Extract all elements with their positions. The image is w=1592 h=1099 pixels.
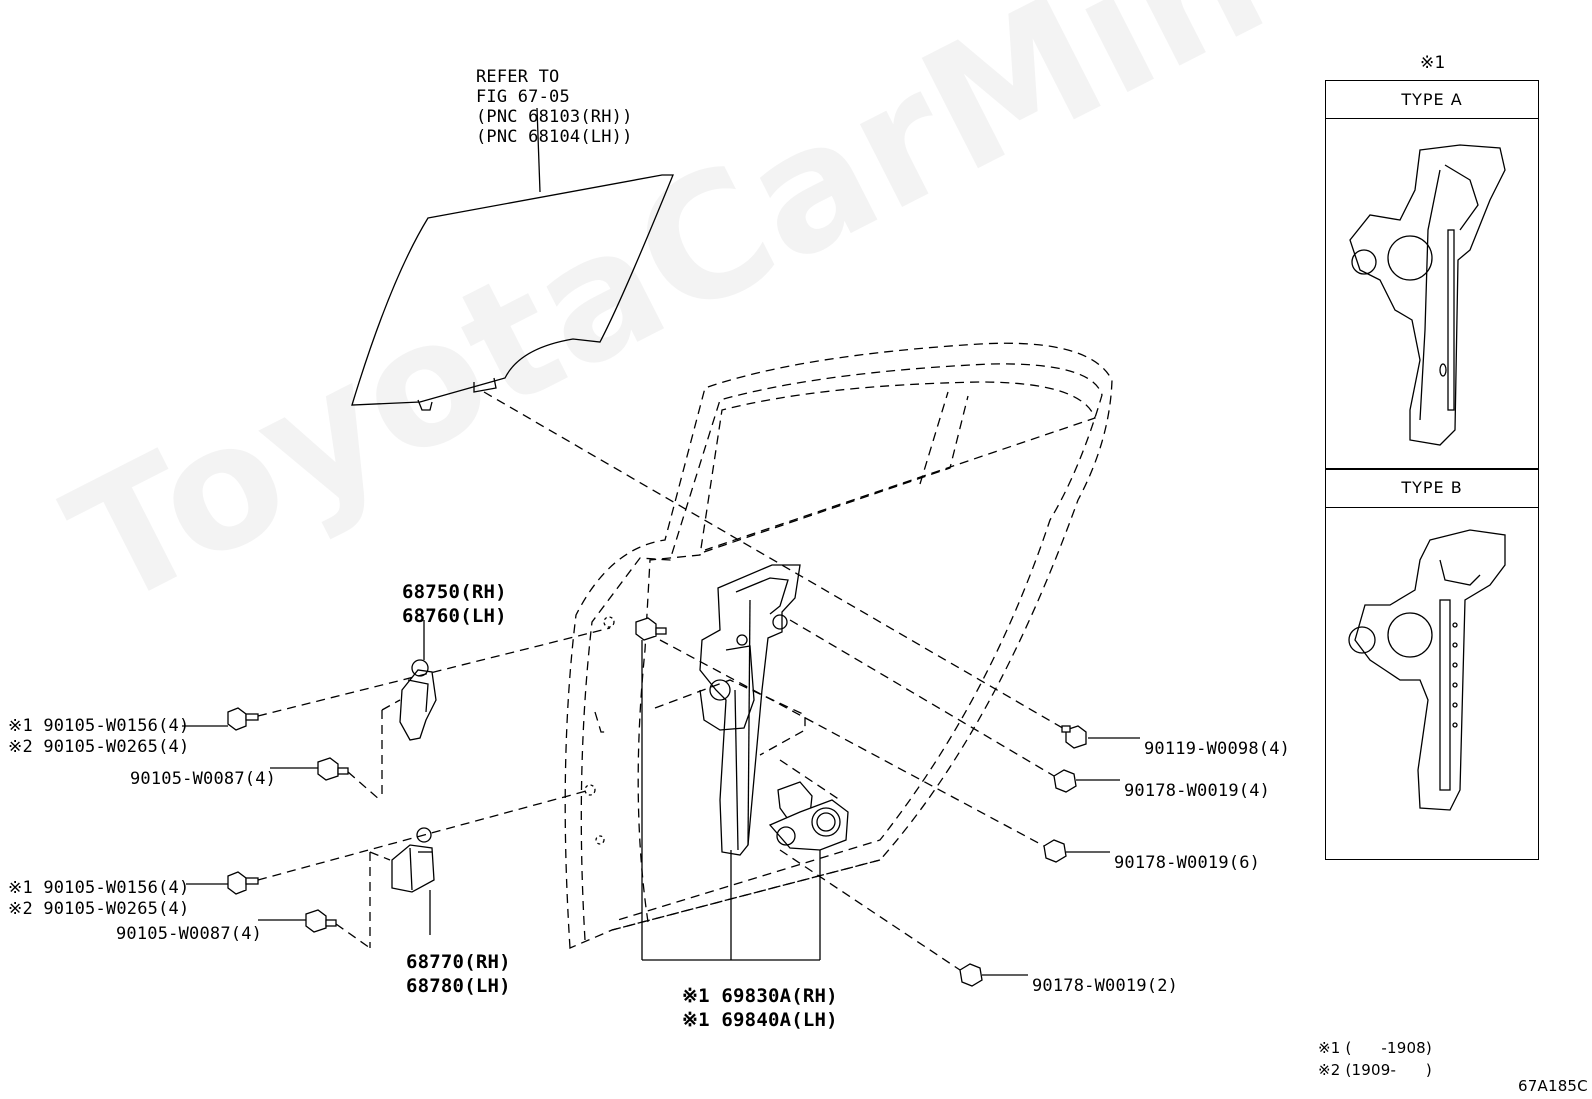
upper-hinge (381, 620, 437, 800)
label-90178-2: 90178-W0019(2) (1032, 976, 1179, 996)
note-1: ※1 ( -1908) (1318, 1039, 1432, 1057)
glass-note-line-3: (PNC 68103(RH)) (476, 107, 633, 127)
left-fasteners (182, 627, 611, 949)
inset-type-b: TYPE B (1325, 468, 1539, 860)
figure-code: 67A185C (1518, 1077, 1588, 1095)
label-68770: 68770(RH) (406, 951, 511, 973)
label-68750: 68750(RH) (402, 581, 507, 603)
label-bolt-upper-1: ※1 90105-W0156(4) (8, 716, 190, 736)
inset-type-b-title: TYPE B (1326, 469, 1538, 508)
note-2: ※2 (1909- ) (1318, 1061, 1432, 1079)
regulator-leaders (641, 640, 821, 961)
label-bolt-upper-3: 90105-W0087(4) (130, 769, 277, 789)
inset-type-a: TYPE A (1325, 80, 1539, 470)
label-69830a: ※1 69830A(RH) (682, 985, 838, 1007)
inset-type-b-drawing (1348, 529, 1506, 811)
regulator-motor (768, 781, 849, 851)
inset-type-a-title: TYPE A (1326, 81, 1538, 119)
label-69840a: ※1 69840A(LH) (682, 1009, 838, 1031)
inset-type-a-drawing (1349, 144, 1506, 446)
glass-note-line-2: FIG 67-05 (476, 87, 570, 107)
label-68760: 68760(LH) (402, 605, 507, 627)
door-outline (564, 342, 1113, 949)
lower-hinge (369, 827, 435, 948)
window-regulator (654, 564, 806, 856)
label-90178-4: 90178-W0019(4) (1124, 781, 1271, 801)
inset-marker: ※1 (1420, 53, 1446, 73)
label-bolt-lower-3: 90105-W0087(4) (116, 924, 263, 944)
label-bolt-upper-2: ※2 90105-W0265(4) (8, 737, 190, 757)
glass-note-line-1: REFER TO (476, 67, 560, 87)
right-fasteners (483, 391, 1140, 987)
glass-note-line-4: (PNC 68104(LH)) (476, 127, 633, 147)
window-glass (351, 107, 674, 411)
label-68780: 68780(LH) (406, 975, 511, 997)
label-90119: 90119-W0098(4) (1144, 739, 1291, 759)
label-bolt-lower-2: ※2 90105-W0265(4) (8, 899, 190, 919)
label-90178-6: 90178-W0019(6) (1114, 853, 1261, 873)
label-bolt-lower-1: ※1 90105-W0156(4) (8, 878, 190, 898)
